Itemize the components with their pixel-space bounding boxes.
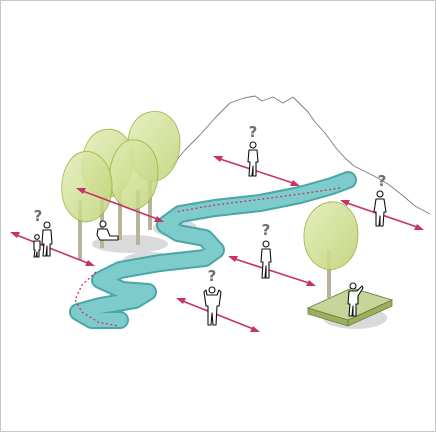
river-bank-upper-dotted [174, 187, 341, 213]
person-center [260, 240, 272, 279]
tree-trunk [327, 250, 331, 298]
question-mark-icon: ? [378, 172, 387, 190]
question-mark-icon: ? [34, 207, 43, 225]
river [69, 171, 357, 329]
person-left-pair [33, 221, 53, 258]
mountain-outline [169, 95, 431, 215]
tree-trunk [118, 178, 122, 240]
person-in-planter [347, 282, 364, 317]
person-on-mountain [247, 141, 259, 177]
double-arrow-center [228, 256, 316, 286]
tree-cluster [61, 110, 181, 260]
arrows [10, 156, 424, 332]
double-arrow-left [10, 232, 95, 266]
tree-canopy [303, 201, 359, 271]
question-mark-icon: ? [208, 267, 217, 285]
person-sitting-under-trees [96, 220, 119, 241]
person-right-edge [373, 190, 387, 227]
question-mark-icon: ? [262, 221, 271, 239]
person-front-camera [203, 286, 222, 326]
double-arrow-trees [76, 188, 164, 222]
question-marks: ? ? ? ? ? [34, 123, 387, 285]
tree-trunk [78, 200, 82, 260]
question-mark-icon: ? [249, 123, 258, 141]
tree-canopy [61, 151, 113, 223]
double-arrow-front [176, 298, 260, 332]
people [33, 141, 387, 326]
tree-trunk [136, 190, 140, 245]
